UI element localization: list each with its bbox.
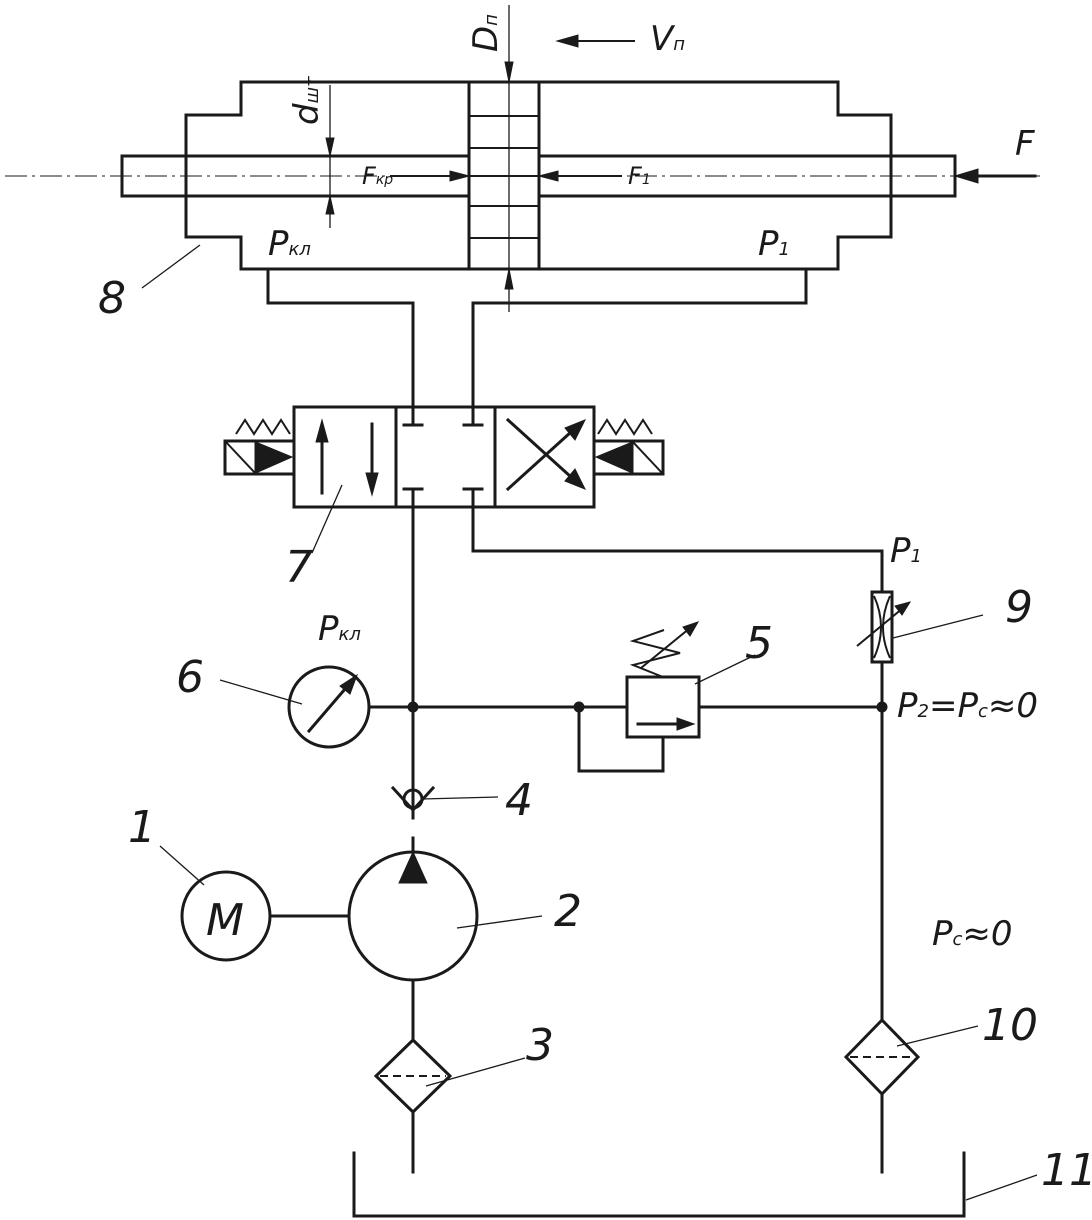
piston (467, 80, 541, 271)
cylinder-pressure-p1-label: P1 (758, 224, 790, 264)
label-6: 6 (176, 652, 204, 703)
rod-diameter-label: dшт (287, 76, 327, 125)
cylinder-pressure-kl-label: Pкл (268, 224, 311, 264)
pump (347, 850, 479, 1042)
relief-valve (625, 621, 701, 739)
rod-diameter-dimension (325, 85, 335, 228)
return-pressure-label: P2=Pс≈0 (897, 686, 1038, 726)
external-force-arrow (953, 168, 1037, 184)
return-filter (843, 1017, 921, 1097)
label-2: 2 (554, 886, 582, 937)
suction-filter (373, 1037, 453, 1174)
label-9: 9 (1005, 582, 1033, 633)
adjustable-throttle (856, 590, 912, 664)
label-8: 8 (98, 273, 126, 324)
right-solenoid (592, 418, 665, 476)
tank-pressure-label: Pс≈0 (932, 914, 1013, 954)
friction-force-arrow (390, 170, 471, 182)
force-f1-arrow (537, 170, 622, 182)
cylinder-lines (266, 267, 808, 409)
gauge-pressure-label: Pкл (318, 609, 361, 649)
piston-diameter-label: Dп (466, 14, 506, 52)
label-4: 4 (505, 775, 533, 826)
velocity-arrow (555, 34, 635, 48)
label-3: 3 (526, 1020, 554, 1071)
motor-label: M (206, 895, 244, 946)
friction-force-label: Fкр (362, 162, 393, 190)
left-solenoid (223, 418, 296, 476)
pressure-line (367, 505, 665, 852)
piston-diameter-dimension (504, 5, 514, 312)
return-line (471, 505, 888, 1174)
pressure-gauge (287, 665, 371, 749)
external-force-label: F (1015, 124, 1035, 164)
velocity-label: Vп (650, 19, 685, 59)
force-f1-label: F1 (628, 162, 651, 190)
pressure-p1-line-label: P1 (890, 531, 922, 571)
label-7: 7 (285, 542, 313, 593)
label-10: 10 (982, 1000, 1038, 1051)
leader-lines (141, 244, 1038, 1201)
tank (352, 1151, 966, 1218)
electric-motor (180, 870, 351, 962)
label-5: 5 (745, 618, 773, 669)
label-1: 1 (128, 802, 156, 853)
label-11: 11 (1041, 1145, 1092, 1196)
